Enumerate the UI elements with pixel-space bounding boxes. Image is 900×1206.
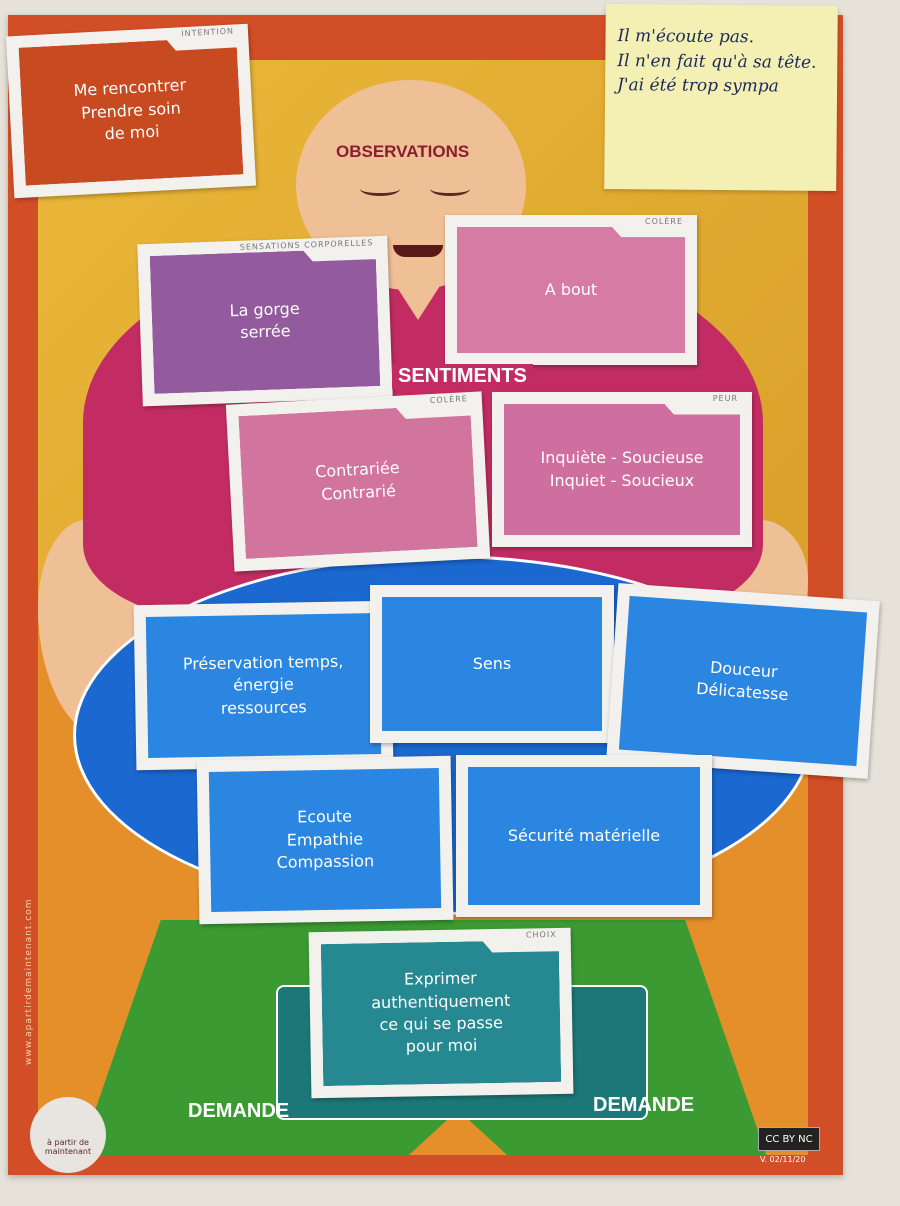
card[interactable]: Sens bbox=[370, 585, 614, 743]
card-face: Préservation temps, énergie ressources bbox=[145, 612, 382, 759]
card-text: A bout bbox=[544, 279, 598, 299]
card-text: Préservation temps, énergie ressources bbox=[182, 651, 344, 718]
card[interactable]: COLÈRE A bout bbox=[445, 215, 697, 365]
card[interactable]: Préservation temps, énergie ressources bbox=[133, 600, 394, 771]
card[interactable]: PEUR Inquiète - Soucieuse Inquiet - Souci… bbox=[492, 392, 752, 547]
card-text: Sécurité matérielle bbox=[507, 825, 661, 845]
card[interactable]: CHOIX Exprimer authentiquement ce qui se … bbox=[308, 927, 574, 1099]
right-eye bbox=[430, 182, 470, 196]
card[interactable]: INTENTION Me rencontrer Prendre soin de m… bbox=[5, 23, 257, 199]
card-face: Douceur Délicatesse bbox=[618, 595, 868, 767]
demande-right-label: DEMANDE bbox=[593, 1094, 695, 1116]
card-text: Exprimer authentiquement ce qui se passe… bbox=[371, 968, 511, 1057]
card-face: Contrariée Contrarié bbox=[238, 404, 477, 559]
card-face: Me rencontrer Prendre soin de moi bbox=[19, 36, 244, 185]
license-badge: CC BY NC bbox=[758, 1127, 820, 1151]
card-face: A bout bbox=[457, 227, 685, 353]
card-text: La gorge serrée bbox=[229, 298, 300, 342]
left-eye bbox=[360, 182, 400, 196]
card-face: Sens bbox=[382, 597, 602, 731]
card-text: Me rencontrer Prendre soin de moi bbox=[73, 75, 187, 144]
card-face: Sécurité matérielle bbox=[468, 767, 700, 905]
version-text: V. 02/11/20 bbox=[760, 1155, 806, 1164]
card-category: PEUR bbox=[712, 394, 738, 403]
card-category: CHOIX bbox=[525, 929, 557, 940]
card-face: Ecoute Empathie Compassion bbox=[208, 768, 442, 912]
card-text: Douceur Délicatesse bbox=[695, 657, 789, 705]
logo: à partir de maintenant bbox=[30, 1097, 106, 1173]
card-category: SENSATIONS CORPORELLES bbox=[239, 238, 374, 252]
mouth bbox=[393, 245, 443, 257]
card[interactable]: COLÈRE Contrariée Contrarié bbox=[225, 391, 491, 572]
website-text: www.apartirdemaintenant.com bbox=[24, 898, 34, 1065]
observations-label: OBSERVATIONS bbox=[336, 142, 470, 161]
card[interactable]: Ecoute Empathie Compassion bbox=[196, 755, 454, 925]
card-text: Ecoute Empathie Compassion bbox=[276, 806, 375, 873]
card-face: Inquiète - Soucieuse Inquiet - Soucieux bbox=[504, 404, 740, 535]
card-text: Inquiète - Soucieuse Inquiet - Soucieux bbox=[540, 448, 704, 490]
sentiments-label: SENTIMENTS bbox=[392, 364, 533, 389]
card[interactable]: Sécurité matérielle bbox=[456, 755, 712, 917]
card-text: Contrariée Contrarié bbox=[314, 457, 401, 504]
demande-left-label: DEMANDE bbox=[188, 1100, 290, 1122]
card-face: La gorge serrée bbox=[150, 248, 381, 394]
card-face: Exprimer authentiquement ce qui se passe… bbox=[321, 940, 561, 1086]
card-category: INTENTION bbox=[180, 26, 235, 39]
card[interactable]: Douceur Délicatesse bbox=[606, 583, 880, 779]
card-category: COLÈRE bbox=[644, 217, 683, 226]
card-text: Sens bbox=[472, 653, 512, 673]
sticky-note[interactable]: Il m'écoute pas. Il n'en fait qu'à sa tê… bbox=[604, 3, 838, 192]
card[interactable]: SENSATIONS CORPORELLES La gorge serrée bbox=[137, 235, 393, 407]
card-category: COLÈRE bbox=[429, 394, 469, 406]
